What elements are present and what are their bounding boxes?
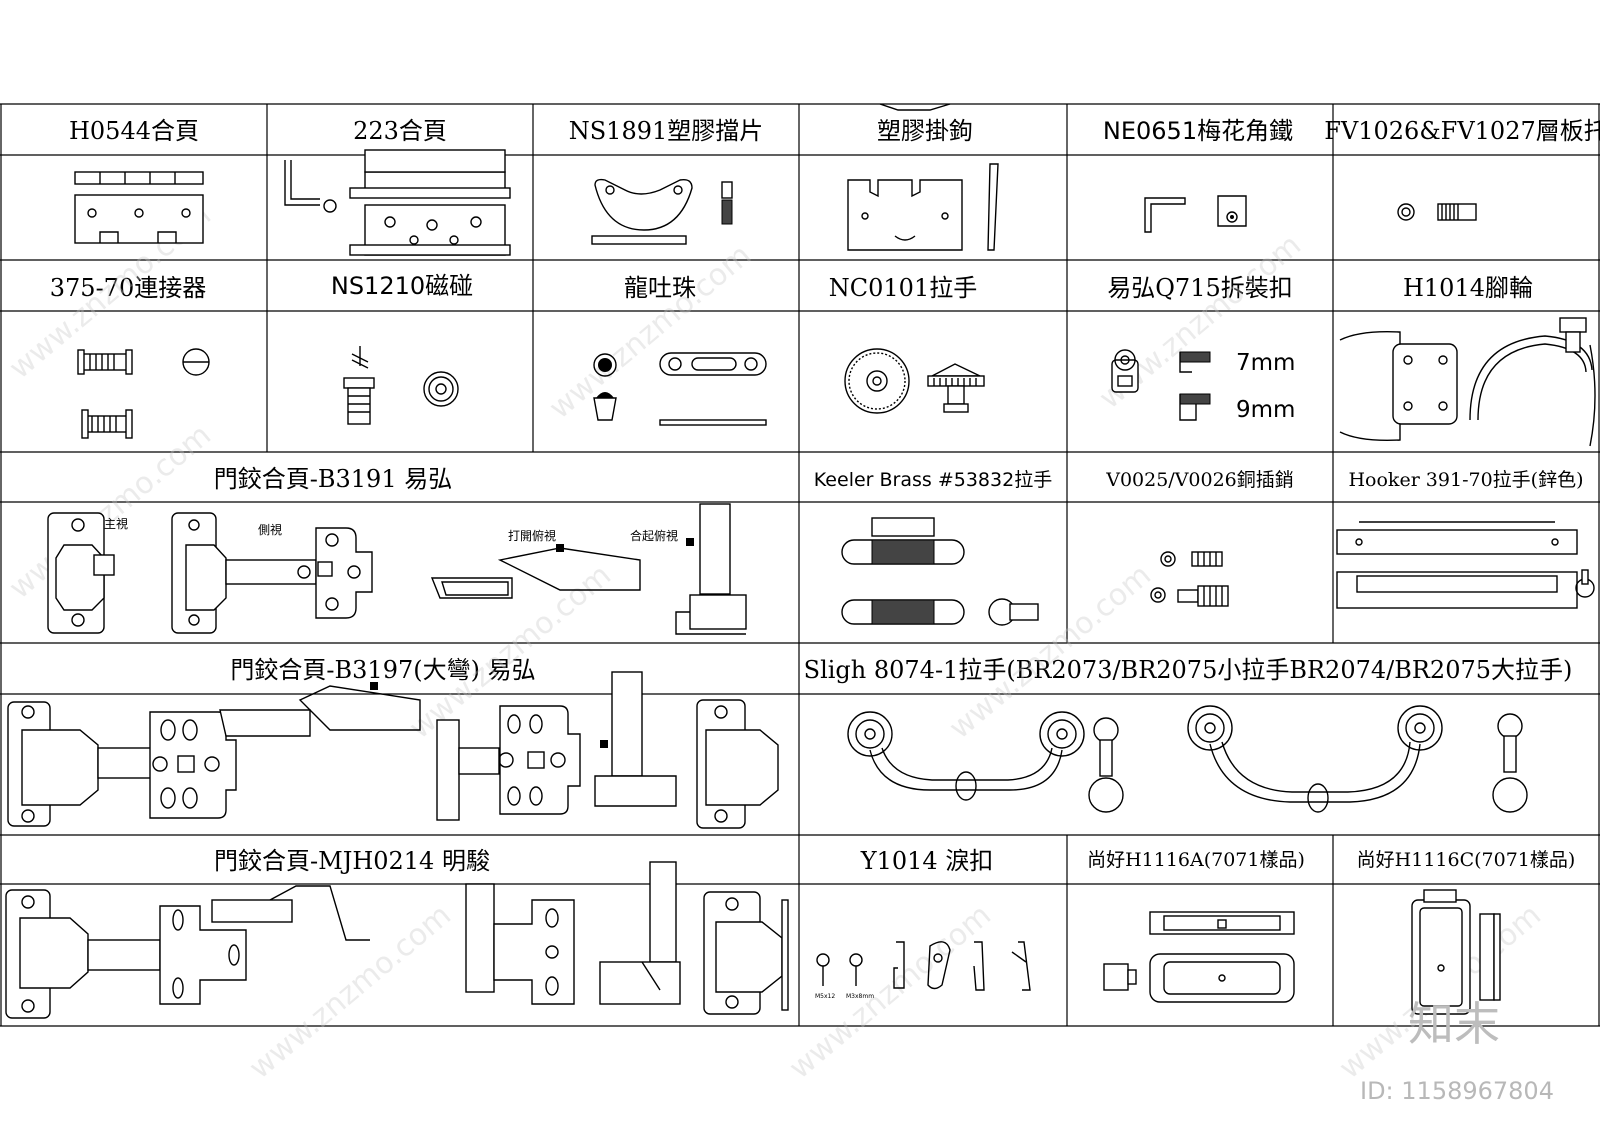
label-ne0651: NE0651梅花角鐵 — [1103, 117, 1293, 145]
label-fv1026: FV1026&FV1027層板托 — [1324, 117, 1600, 145]
watermark-text: www.znzmo.com — [943, 558, 1158, 747]
v0025-drawing — [1150, 551, 1229, 607]
note-closed-top: 合起俯視 — [630, 528, 678, 543]
brand-logo: 知末 — [1408, 997, 1500, 1051]
ns1891-drawing — [591, 178, 733, 245]
h0544-hinge-drawing — [74, 171, 204, 244]
watermark-text: www.znzmo.com — [243, 898, 458, 1087]
223-hinge-drawing — [284, 149, 511, 256]
h1116c-drawing — [1411, 889, 1501, 1015]
h1116a-drawing — [1103, 911, 1295, 1003]
screw-a-label: M5x12 — [815, 993, 835, 1000]
mjh0214-hinge-drawing — [5, 861, 789, 1019]
label-mjh0214: 門鉸合頁-MJH0214 明駿 — [214, 847, 490, 875]
h1014-caster-drawing — [1339, 317, 1596, 447]
nc0101-drawing — [844, 348, 985, 414]
label-ns1891: NS1891塑膠擋片 — [569, 117, 764, 145]
ne0651-drawing — [1144, 195, 1247, 233]
label-h0544: H0544合頁 — [69, 117, 199, 145]
cell-labels: H0544合頁 223合頁 NS1891塑膠擋片 塑膠掛鉤 NE0651梅花角鐵… — [50, 117, 1600, 875]
label-375: 375-70連接器 — [50, 274, 206, 302]
hooker-pull-drawing — [1336, 521, 1595, 609]
dim-7mm: 7mm — [1236, 350, 1295, 376]
branding: 知末 ID: 1158967804 — [1360, 997, 1554, 1105]
sligh-pull-drawing — [847, 705, 1528, 813]
label-b3197: 門鉸合頁-B3197(大彎) 易弘 — [230, 656, 535, 684]
watermark-text: www.znzmo.com — [783, 898, 998, 1087]
label-b3191: 門鉸合頁-B3191 易弘 — [214, 465, 452, 493]
table-grid — [0, 103, 1600, 1027]
label-h1116c: 尚好H1116C(7071樣品) — [1357, 849, 1576, 871]
label-sligh: Sligh 8074-1拉手(BR2073/BR2075小拉手BR2074/BR… — [804, 656, 1573, 684]
375-connector-drawing — [77, 348, 210, 439]
label-y1014: Y1014 淚扣 — [860, 847, 994, 875]
note-side-view: 側視 — [258, 522, 282, 537]
label-hook: 塑膠掛鉤 — [877, 117, 973, 145]
label-nc0101: NC0101拉手 — [829, 274, 977, 302]
label-q715: 易弘Q715拆裝扣 — [1107, 274, 1292, 302]
dragon-ball-drawing — [593, 352, 767, 426]
label-dragon: 龍吐珠 — [624, 274, 696, 302]
ns1210-drawing — [343, 346, 459, 425]
image-id: ID: 1158967804 — [1360, 1077, 1554, 1105]
y1014-drawing: M5x12 M3x8mm — [815, 941, 1031, 1000]
hook-drawing — [847, 103, 999, 251]
label-223: 223合頁 — [353, 117, 447, 145]
screw-b-label: M3x8mm — [846, 993, 874, 1000]
label-h1116a: 尚好H1116A(7071樣品) — [1087, 849, 1305, 871]
label-keeler: Keeler Brass #53832拉手 — [814, 469, 1052, 491]
dim-9mm: 9mm — [1236, 397, 1295, 423]
b3197-hinge-drawing — [7, 671, 779, 829]
note-open-top: 打開俯視 — [508, 528, 556, 543]
watermark-text: www.znzmo.com — [543, 238, 758, 427]
label-ns1210: NS1210磁碰 — [331, 272, 473, 300]
label-hooker: Hooker 391-70拉手(鋅色) — [1348, 469, 1583, 491]
note-main-view: 主視 — [104, 516, 128, 531]
q715-drawing: 7mm 9mm — [1111, 349, 1295, 423]
keeler-handle-drawing — [841, 517, 1039, 626]
fv1026-drawing — [1397, 203, 1477, 221]
label-v0025: V0025/V0026銅插銷 — [1105, 469, 1294, 491]
label-h1014: H1014腳輪 — [1403, 274, 1533, 302]
b3191-hinge-drawing: 主視 側視 打開俯視 合起俯視 — [47, 503, 747, 635]
